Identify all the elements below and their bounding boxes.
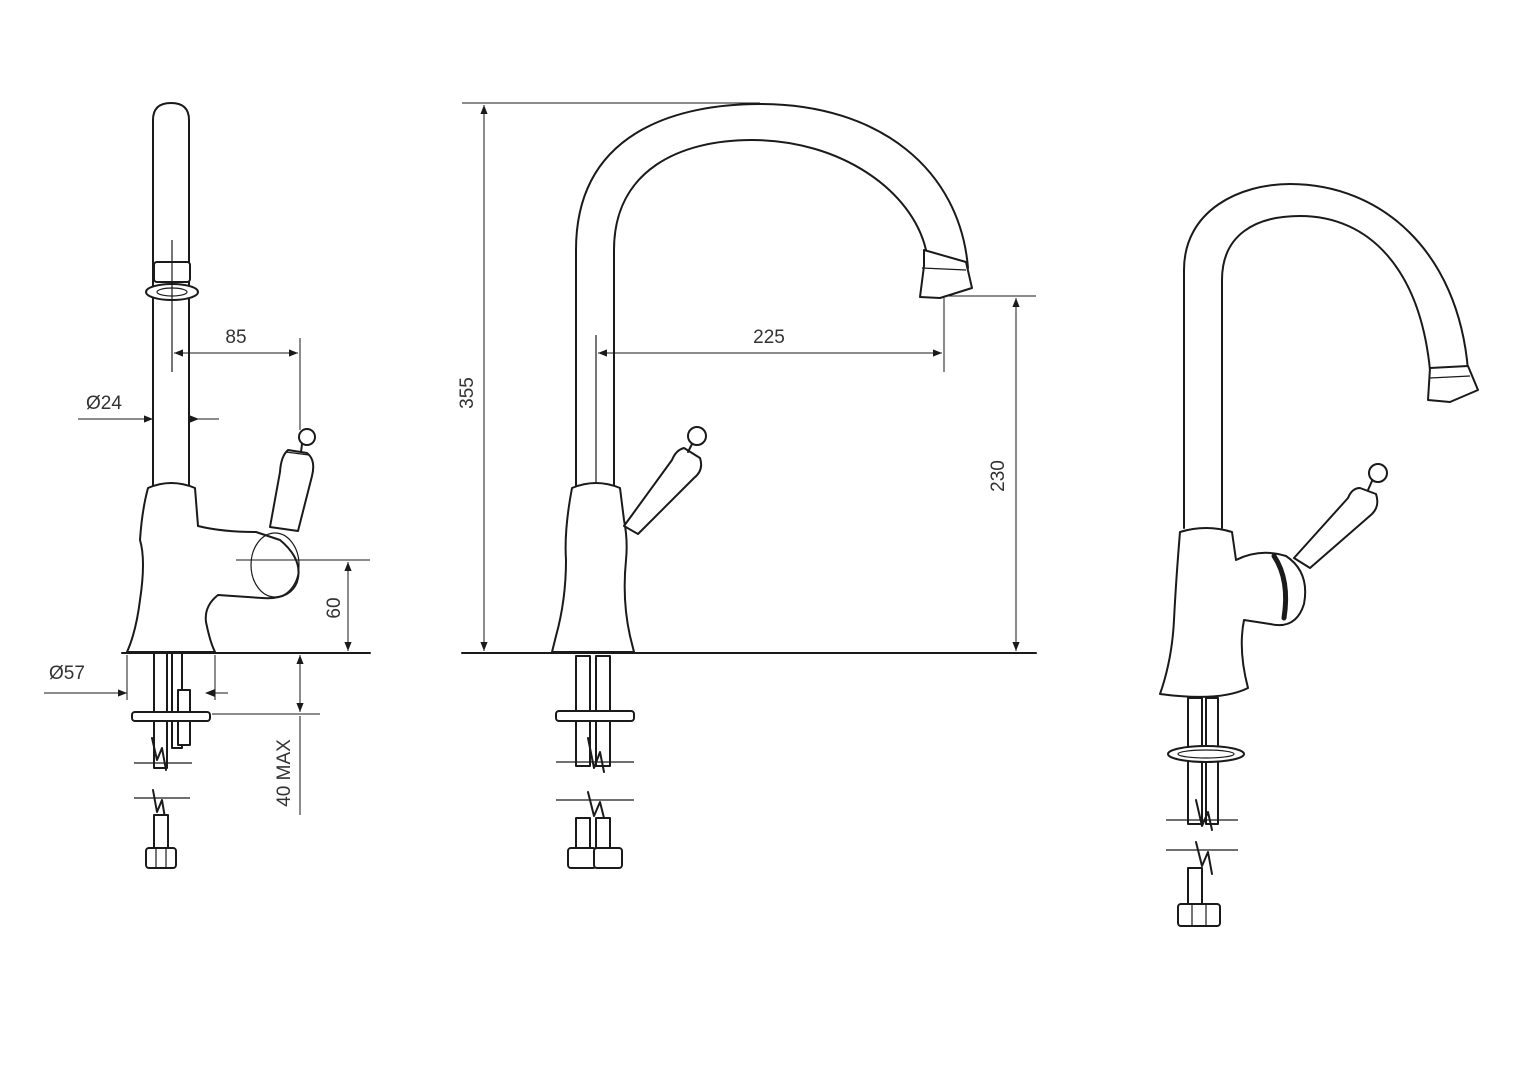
side-shank xyxy=(131,652,211,771)
dim-85 xyxy=(174,338,301,430)
dim-60 xyxy=(236,559,370,651)
label-85: 85 xyxy=(225,327,246,348)
label-dia-57: Ø57 xyxy=(49,663,85,684)
front-spout-inner xyxy=(613,139,927,489)
dim-dia-57 xyxy=(44,655,228,700)
persp-body xyxy=(1159,527,1307,698)
label-230: 230 xyxy=(988,460,1009,492)
front-lever-knob xyxy=(687,426,707,446)
front-shanks xyxy=(555,655,635,773)
dim-230 xyxy=(944,295,1036,651)
label-40-max: 40 MAX xyxy=(274,739,295,807)
label-225: 225 xyxy=(753,327,785,348)
front-body xyxy=(551,482,635,653)
front-view: 355 225 230 xyxy=(457,102,1037,869)
label-60: 60 xyxy=(324,597,345,618)
side-body xyxy=(126,482,300,653)
dim-355 xyxy=(462,102,760,651)
persp-lever-knob xyxy=(1368,463,1388,483)
front-outlet xyxy=(919,249,973,299)
persp-spout-inner xyxy=(1221,215,1431,529)
persp-lever xyxy=(1293,487,1379,569)
front-spout xyxy=(575,103,969,489)
persp-hose xyxy=(1166,841,1238,927)
label-355: 355 xyxy=(457,377,478,409)
side-lever xyxy=(269,449,315,532)
perspective-view xyxy=(1159,183,1479,927)
label-dia-24: Ø24 xyxy=(86,393,122,414)
persp-outlet xyxy=(1427,365,1479,403)
dim-225 xyxy=(598,298,945,372)
side-lever-knob xyxy=(298,428,316,446)
side-view: 85 Ø24 Ø57 60 40 MAX xyxy=(44,102,371,869)
front-hoses xyxy=(556,791,634,869)
persp-spout xyxy=(1183,183,1469,529)
dim-40-max xyxy=(212,655,320,815)
dim-dia-24 xyxy=(78,415,219,423)
persp-shanks xyxy=(1166,697,1245,831)
side-hose xyxy=(134,789,190,869)
persp-collar xyxy=(1271,553,1289,621)
front-lever xyxy=(623,447,703,535)
side-spout-tube xyxy=(152,102,190,486)
side-handle-collar xyxy=(250,532,300,598)
